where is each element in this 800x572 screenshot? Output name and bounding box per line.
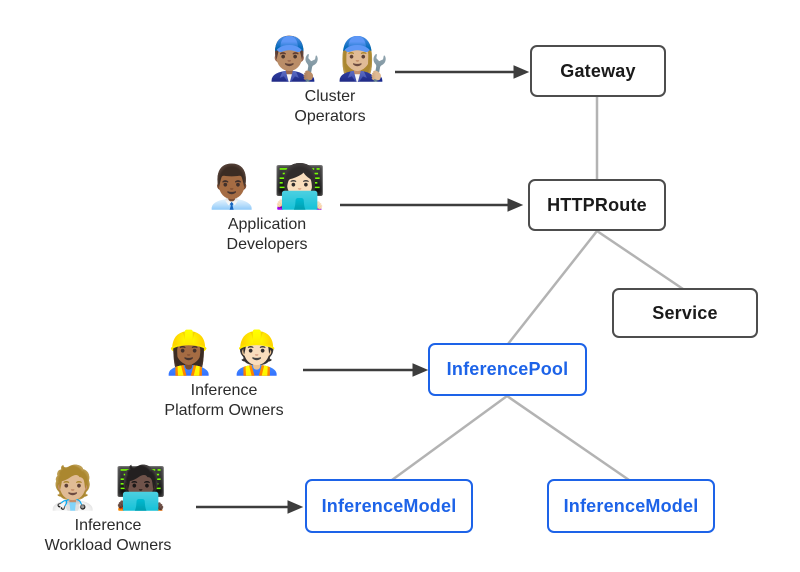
node-label: InferenceModel — [563, 495, 699, 516]
actor-inference-workload-owners: 🧑🏼‍⚕️ 🧑🏿‍💻 Inference Workload Owners — [8, 464, 208, 556]
edge-inferencepool-inferencemodel-left — [391, 394, 508, 482]
node-inferencepool: InferencePool — [428, 343, 587, 396]
node-inferencemodel-right: InferenceModel — [547, 479, 715, 533]
construction-worker-emoji-icons: 👷🏾‍♀️ 👷🏻 — [162, 329, 286, 376]
actor-label-line: Inference — [74, 517, 142, 534]
node-label: Gateway — [560, 60, 636, 81]
developer-emoji-icons: 👨🏾‍💼 👩🏻‍💻 — [205, 163, 329, 210]
edge-httproute-service — [596, 229, 684, 291]
actor-application-developers: 👨🏾‍💼 👩🏻‍💻 Application Developers — [167, 163, 367, 255]
actor-label: Application Developers — [167, 215, 367, 255]
node-inferencemodel-left: InferenceModel — [305, 479, 473, 533]
mechanic-emoji-icons: 👨🏽‍🔧 👩🏼‍🔧 — [268, 35, 392, 82]
edge-httproute-inferencepool — [507, 230, 598, 345]
actor-label: Cluster Operators — [230, 87, 430, 127]
worker-technologist-emoji-icons: 🧑🏼‍⚕️ 🧑🏿‍💻 — [46, 464, 170, 511]
actor-cluster-operators: 👨🏽‍🔧 👩🏼‍🔧 Cluster Operators — [230, 35, 430, 127]
actor-label-line: Platform Owners — [164, 402, 284, 419]
node-label: Service — [652, 302, 718, 323]
actor-label-line: Inference — [190, 382, 258, 399]
actor-label-line: Cluster — [304, 88, 356, 105]
actor-label: Inference Platform Owners — [124, 381, 324, 421]
node-label: InferencePool — [446, 359, 569, 379]
actor-inference-platform-owners: 👷🏾‍♀️ 👷🏻 Inference Platform Owners — [124, 329, 324, 421]
actor-label-line: Operators — [294, 108, 366, 125]
node-httproute: HTTPRoute — [528, 179, 666, 231]
arrow-application-developers-httproute — [340, 198, 524, 212]
actor-label: Inference Workload Owners — [8, 516, 208, 556]
node-service: Service — [612, 288, 758, 338]
actor-label-line: Workload Owners — [44, 537, 172, 554]
edge-inferencepool-inferencemodel-right — [506, 394, 630, 482]
node-label: InferenceModel — [321, 495, 457, 516]
actor-label-line: Developers — [226, 236, 308, 253]
actor-label-line: Application — [227, 216, 307, 233]
node-label: HTTPRoute — [547, 194, 647, 215]
arrow-workload-owners-inferencemodel — [196, 500, 304, 514]
node-gateway: Gateway — [530, 45, 666, 97]
